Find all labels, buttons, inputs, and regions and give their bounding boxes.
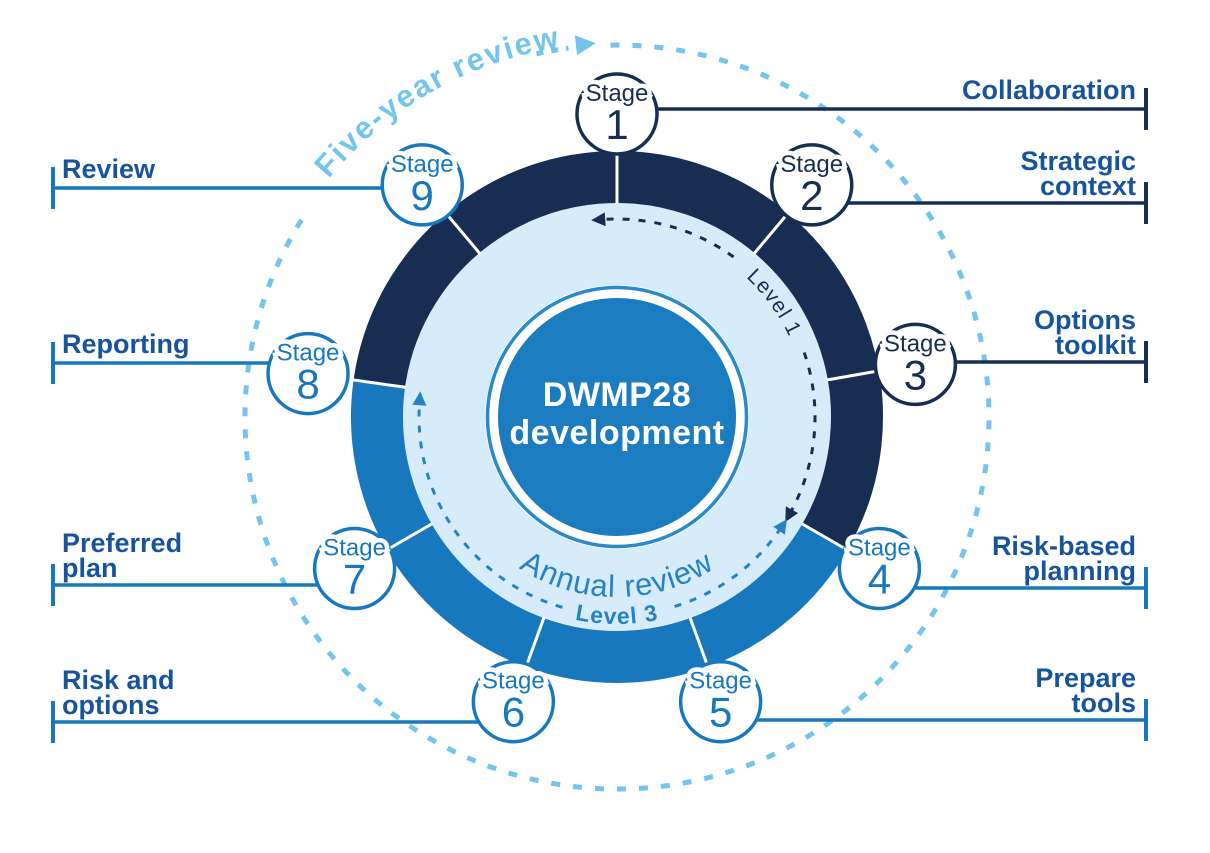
level3-label: Level 3 [574,599,660,629]
stage-5-label-line-1: Prepare [1035,663,1136,693]
level3-label-text: Level 3 [574,599,659,629]
level1-arrow-top [591,212,606,227]
segment-divider-2 [752,210,791,255]
five-year-arrow [574,35,596,56]
stage-9-label-line-1: Review [62,154,156,184]
stage-6-circle [471,659,556,744]
stage-1-circle [575,72,659,156]
stage-8-number: 8 [296,361,319,408]
segment-divider-3 [826,368,882,382]
stage-7-word: Stage [323,535,386,562]
segment-divider-7 [384,522,434,553]
center-circle [498,298,736,536]
stage-8-label-line-1: Reporting [62,329,190,359]
stage-9-circle [380,143,464,227]
stage-9-word: Stage [391,151,454,178]
stage-3-number: 3 [904,351,927,398]
segment-divider-6 [523,616,546,670]
stage-7-number: 7 [343,556,366,603]
stage-7-label-line-2: plan [62,553,118,583]
stage-6-number: 6 [502,689,525,736]
center-title-line1: DWMP28 [543,376,691,414]
stage-2-circle [770,143,854,227]
stage-8-word: Stage [277,340,340,367]
segment-divider-9 [443,210,482,255]
stage-7-circle [312,526,397,611]
stage-7-label-line-1: Preferred [62,528,182,558]
stage-4-circle [837,526,922,611]
stage-1-word: Stage [586,80,649,107]
stage-2-label-line-1: Strategic [1020,146,1136,176]
level3-ring-band [351,380,848,683]
stage-3-circle [873,322,958,407]
stage-4-label-line-2: planning [1024,556,1136,586]
segment-divider-4 [800,522,850,553]
stage-6-word: Stage [482,668,545,695]
stage-1-label-line-1: Collaboration [962,75,1136,105]
stage-8-circle [266,331,350,416]
stage-2-label-line-2: context [1040,171,1136,201]
stage-4-label-line-1: Risk-based [992,531,1136,561]
level3-arrow-left [412,391,427,406]
stage-5-circle [678,659,763,744]
stage-5-number: 5 [709,689,732,736]
stage-5-word: Stage [689,668,752,695]
segment-divider-8 [351,378,407,389]
center-title-line2: development [509,414,724,452]
level1-dashed-arc-b [788,352,817,514]
stage-9-number: 9 [411,172,434,219]
level3-arrow-right [773,519,787,535]
level1-dashed-arc-a [606,217,738,261]
stage-4-word: Stage [848,535,911,562]
stage-5-label-line-2: tools [1072,688,1137,718]
stage-3-word: Stage [884,330,947,357]
stage-4-number: 4 [868,556,891,603]
level3-dashed-arc-a [667,526,783,610]
segment-divider-5 [688,616,711,670]
stage-2-word: Stage [780,151,843,178]
stage-2-number: 2 [800,172,823,219]
stage-6-label-line-1: Risk and [62,665,175,695]
stage-3-label-line-1: Options [1034,305,1136,335]
stage-6-label-line-2: options [62,690,159,720]
stage-3-label-line-2: toolkit [1055,330,1136,360]
five-year-dash-lead [535,45,569,57]
level1-ring-band [353,150,883,550]
level1-arrow-bottom [785,506,799,522]
stage-1-number: 1 [605,101,628,148]
level3-dashed-arc-b [417,399,563,609]
